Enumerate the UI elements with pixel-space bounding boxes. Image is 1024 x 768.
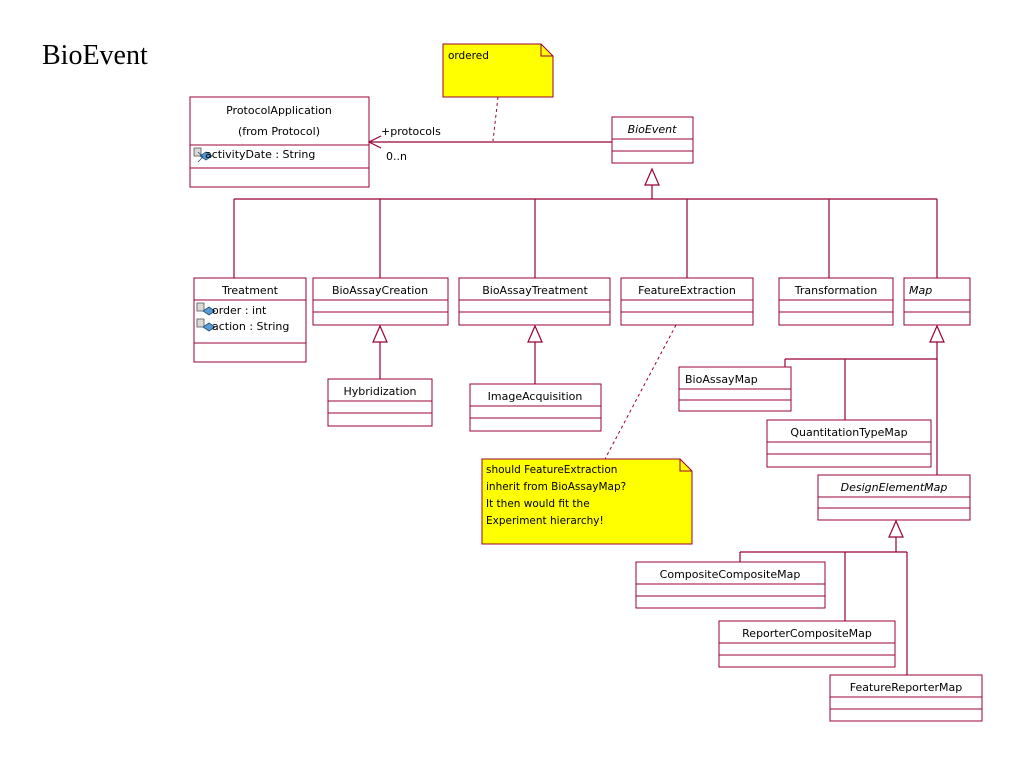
class-name: FeatureExtraction: [638, 284, 736, 297]
class-bio-assay-creation[interactable]: BioAssayCreation: [312, 277, 449, 326]
class-quantitation-type-map[interactable]: QuantitationTypeMap: [766, 419, 932, 468]
slide-title: BioEvent: [42, 40, 148, 71]
class-feature-reporter-map[interactable]: FeatureReporterMap: [829, 674, 983, 722]
note-feature-extraction-question: should FeatureExtraction inherit from Bi…: [481, 458, 693, 545]
note-ordered-anchor: [492, 96, 499, 142]
class-map[interactable]: Map: [903, 277, 971, 326]
class-hybridization[interactable]: Hybridization: [327, 378, 433, 427]
association-multiplicity: 0..n: [386, 150, 407, 163]
class-image-acquisition[interactable]: ImageAcquisition: [469, 383, 602, 432]
class-feature-extraction[interactable]: FeatureExtraction: [620, 277, 754, 326]
class-name: BioAssayTreatment: [482, 284, 588, 297]
class-name: ReporterCompositeMap: [742, 627, 872, 640]
class-name: BioAssayMap: [685, 373, 758, 386]
note-line: should FeatureExtraction: [486, 464, 617, 476]
class-attribute: activityDate : String: [205, 148, 315, 161]
class-name: QuantitationTypeMap: [790, 426, 907, 439]
class-attribute: action : String: [212, 320, 289, 333]
generalization-bio-assay-creation: [372, 324, 388, 379]
class-name: BioAssayCreation: [332, 284, 428, 297]
class-stereotype: (from Protocol): [238, 125, 320, 138]
class-protocol-application[interactable]: ProtocolApplication (from Protocol) acti…: [189, 96, 370, 188]
class-composite-composite-map[interactable]: CompositeCompositeMap: [635, 561, 826, 609]
class-name: ImageAcquisition: [488, 390, 583, 403]
note-line: It then would fit the: [486, 498, 590, 510]
class-name: Transformation: [794, 284, 878, 297]
class-bio-assay-map[interactable]: BioAssayMap: [678, 366, 792, 412]
class-attribute: order : int: [212, 304, 267, 317]
class-name: Hybridization: [344, 385, 417, 398]
class-treatment[interactable]: Treatment order : int action : String: [193, 277, 307, 363]
class-name: BioEvent: [628, 123, 678, 136]
generalization-bio-event: [233, 167, 938, 278]
note-ordered: ordered: [442, 43, 554, 98]
class-name: CompositeCompositeMap: [660, 568, 801, 581]
class-name: DesignElementMap: [841, 481, 948, 494]
note-question-anchor: [604, 324, 677, 460]
attribute-icon: [193, 147, 213, 163]
class-transformation[interactable]: Transformation: [778, 277, 894, 326]
class-name: FeatureReporterMap: [850, 681, 963, 694]
generalization-design-element-map: [739, 519, 908, 675]
class-bio-event[interactable]: BioEvent: [611, 116, 694, 164]
class-design-element-map[interactable]: DesignElementMap: [817, 474, 971, 521]
note-ordered-text: ordered: [448, 50, 489, 62]
class-reporter-composite-map[interactable]: ReporterCompositeMap: [718, 620, 896, 668]
class-bio-assay-treatment[interactable]: BioAssayTreatment: [458, 277, 611, 326]
class-name: ProtocolApplication: [226, 104, 332, 117]
association-role: +protocols: [381, 125, 441, 138]
generalization-bio-assay-treatment: [527, 324, 543, 384]
class-name: Treatment: [221, 284, 279, 297]
generalization-map: [784, 324, 945, 475]
class-name: Map: [909, 284, 932, 297]
association-arrowhead: [367, 135, 382, 149]
note-line: inherit from BioAssayMap?: [486, 481, 626, 493]
note-line: Experiment hierarchy!: [486, 515, 604, 527]
attribute-icon: [196, 302, 216, 316]
attribute-icon: [196, 318, 216, 332]
